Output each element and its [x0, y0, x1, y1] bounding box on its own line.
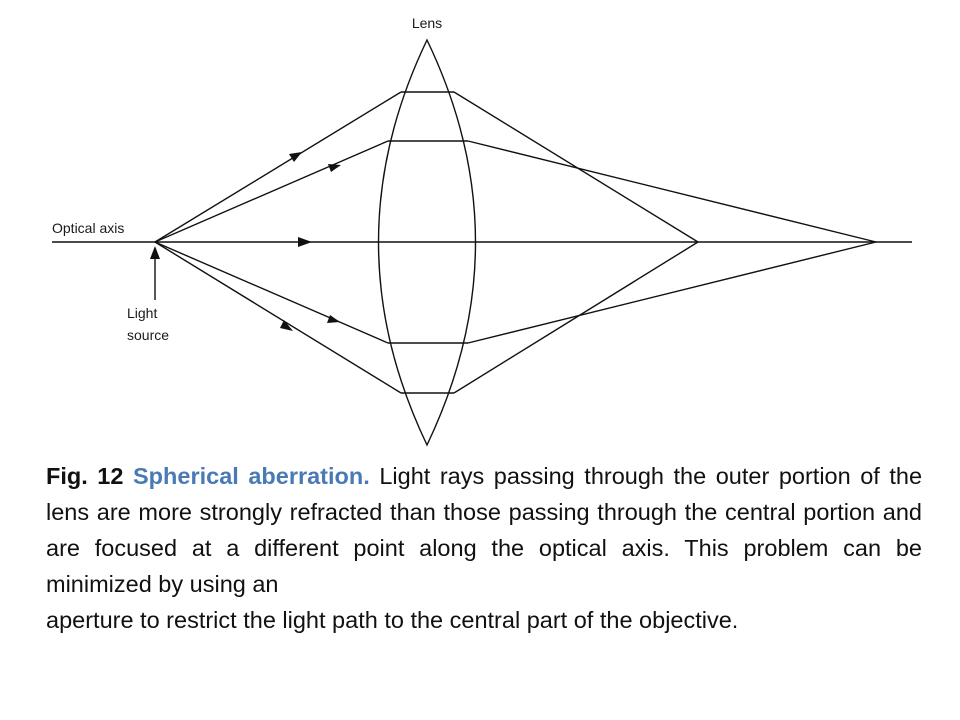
light-source-label-line1: Light: [127, 305, 157, 321]
spherical-aberration-diagram: Lens Optical axis Light source: [52, 15, 912, 447]
optical-axis-label: Optical axis: [52, 220, 124, 236]
caption-body: Light rays passing through the outer por…: [46, 463, 923, 597]
ray-outer-top-in: [154, 91, 402, 243]
ray-inner-bottom-out: [467, 241, 877, 344]
caption-tail: aperture to restrict the light path to t…: [46, 607, 739, 633]
ray-outer-top-out: [453, 91, 699, 243]
ray-outer-bottom-in: [154, 241, 402, 394]
arrow-outer-top-icon: [289, 152, 302, 162]
lens-shape: [377, 38, 477, 447]
arrow-inner-top-icon: [328, 164, 341, 172]
arrow-inner-bottom-icon: [327, 315, 340, 323]
figure-caption: Fig. 12 Spherical aberration. Light rays…: [46, 458, 922, 638]
ray-inner-top-in: [154, 140, 389, 243]
caption-justified-block: Fig. 12 Spherical aberration. Light rays…: [46, 458, 922, 602]
light-source-arrow-icon: [150, 246, 160, 259]
ray-inner-top-out: [467, 140, 877, 243]
caption-figure-number: Fig. 12: [46, 463, 124, 489]
lens-label: Lens: [412, 15, 442, 31]
ray-inner-bottom-in: [154, 241, 389, 344]
caption-topic: Spherical aberration.: [133, 463, 370, 489]
arrow-outer-bottom-icon: [280, 320, 293, 331]
arrow-axis-icon: [298, 237, 312, 247]
ray-outer-bottom-out: [453, 241, 699, 394]
light-source-label-line2: source: [127, 327, 169, 343]
